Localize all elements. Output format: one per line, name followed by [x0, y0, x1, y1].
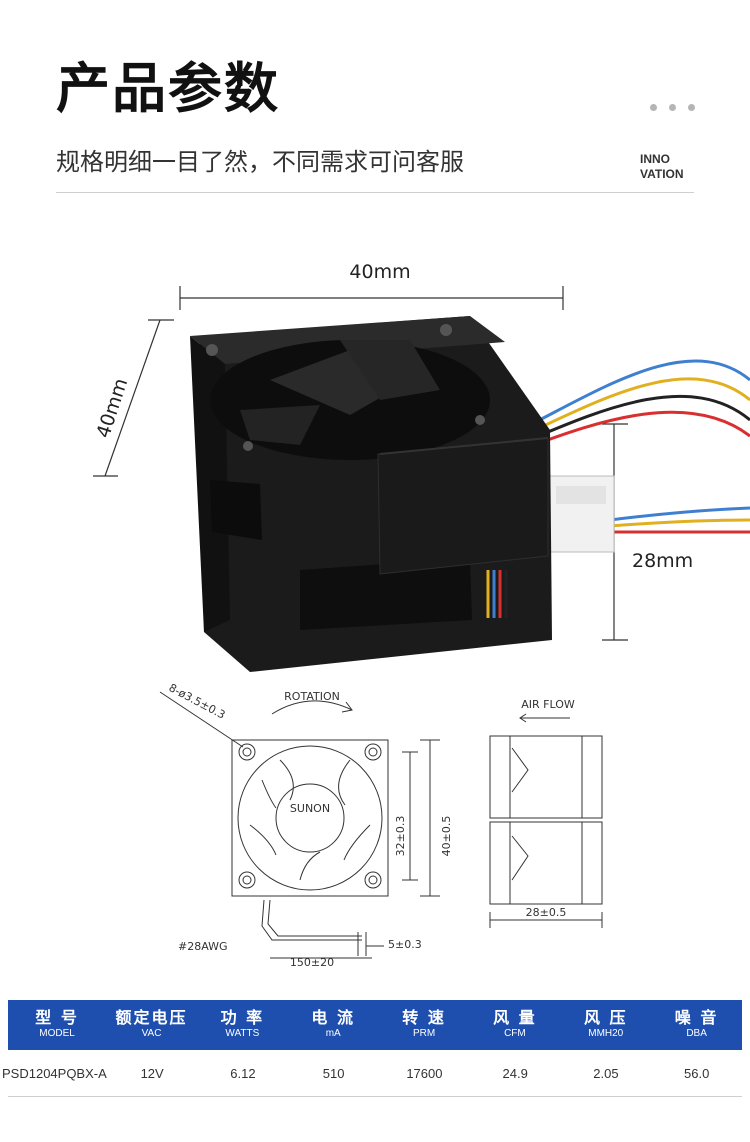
cell-power: 6.12 — [230, 1065, 256, 1081]
header-noise-en: DBA — [686, 1028, 707, 1039]
brand-text: SUNON — [290, 802, 330, 815]
header-pressure-cn: 风 压 — [583, 1008, 628, 1027]
side-depth-label: 28±0.5 — [526, 906, 567, 919]
header-cell-voltage: 额定电压 VAC — [106, 1000, 197, 1050]
lead-length-label: 150±20 — [290, 956, 334, 969]
header-power-en: WATTS — [225, 1028, 260, 1039]
depth-label: 28mm — [632, 550, 693, 572]
width-label: 40mm — [349, 261, 410, 283]
rotation-label: ROTATION — [284, 690, 340, 703]
header-divider — [56, 192, 694, 193]
header-speed-cn: 转 速 — [402, 1008, 446, 1027]
header-power-cn: 功 率 — [220, 1008, 265, 1027]
header-pressure-en: MMH20 — [588, 1028, 624, 1039]
product-illustration: 40mm 40mm 28mm — [92, 261, 750, 969]
height-label: 40mm — [92, 376, 132, 441]
width-dimension — [179, 286, 564, 310]
header-model-en: MODEL — [39, 1028, 75, 1039]
header-cell-model: 型 号 MODEL — [8, 1000, 106, 1050]
header-current-cn: 电 流 — [311, 1008, 355, 1027]
header-cell-power: 功 率 WATTS — [197, 1000, 288, 1050]
header-cell-airflow: 风 量 CFM — [469, 1000, 560, 1050]
hole-pitch-label: 32±0.3 — [394, 816, 407, 857]
header-model-cn: 型 号 — [35, 1008, 79, 1027]
strip-length-label: 5±0.3 — [388, 938, 422, 951]
table-row: PSD1204PQBX-A 12V 6.12 510 17600 24.9 2.… — [2, 1050, 742, 1097]
cell-pressure: 2.05 — [593, 1065, 619, 1081]
header-cell-current: 电 流 mA — [288, 1000, 379, 1050]
page-header: 产品参数 规格明细一目了然，不同需求可问客服 INNO VATION — [0, 0, 750, 200]
header-voltage-en: VAC — [141, 1028, 162, 1039]
fan-photo — [190, 316, 750, 672]
brand-tag-line1: INNO — [640, 152, 670, 166]
header-cell-speed: 转 速 PRM — [379, 1000, 470, 1050]
side-view-drawing — [489, 713, 603, 928]
header-cell-noise: 噪 音 DBA — [651, 1000, 742, 1050]
hole-spec-label: 8-ø3.5±0.3 — [167, 681, 228, 722]
height-dimension — [93, 319, 174, 477]
header-cell-pressure: 风 压 MMH20 — [560, 1000, 651, 1050]
cell-current: 510 — [322, 1065, 345, 1081]
spec-table: 型 号 MODEL 额定电压 VAC 功 率 WATTS 电 流 mA 转 速 … — [2, 1000, 742, 1097]
cell-airflow: 24.9 — [502, 1065, 528, 1081]
front-view-drawing — [159, 691, 440, 959]
product-figure: 40mm 40mm 28mm — [0, 240, 750, 1000]
header-current-en: mA — [325, 1028, 341, 1039]
wire-gauge-label: #28AWG — [178, 940, 228, 953]
header-voltage-cn: 额定电压 — [115, 1008, 188, 1027]
brand-tag: INNO VATION — [640, 152, 700, 182]
frame-size-label: 40±0.5 — [440, 816, 453, 857]
cell-noise: 56.0 — [684, 1065, 710, 1081]
cell-voltage: 12V — [140, 1065, 164, 1081]
page-title: 产品参数 — [56, 57, 280, 120]
header-airflow-cn: 风 量 — [493, 1008, 537, 1027]
dots-decoration — [650, 104, 695, 111]
brand-tag-line2: VATION — [640, 167, 684, 181]
airflow-label: AIR FLOW — [521, 698, 575, 711]
header-noise-cn: 噪 音 — [674, 1008, 719, 1027]
cell-model: PSD1204PQBX-A — [2, 1065, 107, 1081]
cell-speed: 17600 — [406, 1065, 443, 1081]
header-airflow-en: CFM — [504, 1028, 526, 1039]
header-speed-en: PRM — [412, 1028, 436, 1039]
page-subtitle: 规格明细一目了然，不同需求可问客服 — [56, 148, 464, 176]
spec-table-header: 型 号 MODEL 额定电压 VAC 功 率 WATTS 电 流 mA 转 速 … — [8, 1000, 742, 1050]
